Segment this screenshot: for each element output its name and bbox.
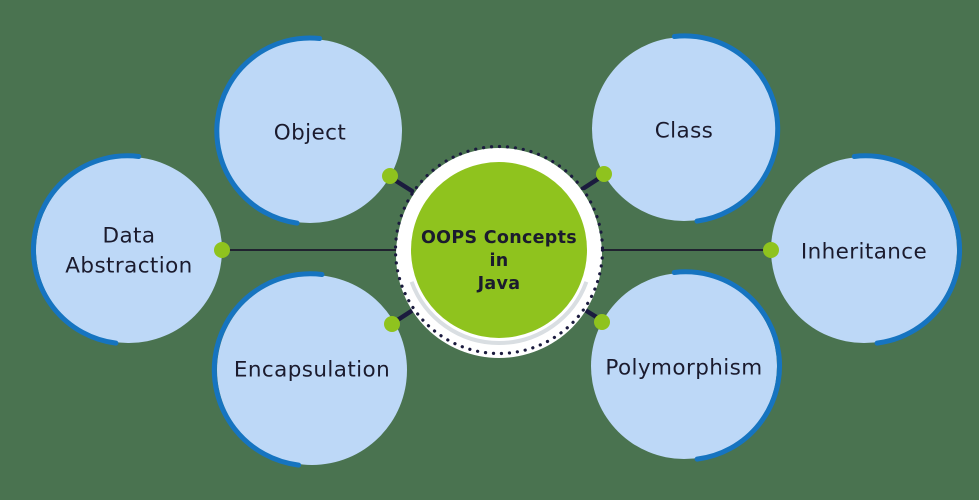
- node-label-data-abstraction-line1: Data: [103, 224, 156, 249]
- connector-dot-object: [382, 168, 398, 184]
- node-encapsulation: Encapsulation: [211, 271, 407, 468]
- node-circle-object: [218, 39, 402, 223]
- node-inheritance: Inheritance: [771, 153, 963, 346]
- center-shadow-arc: [409, 281, 589, 345]
- node-polymorphism: Polymorphism: [591, 269, 783, 462]
- center-dotted-ring: [393, 144, 605, 356]
- node-arc-inheritance: [851, 153, 963, 346]
- node-circle-inheritance: [771, 157, 957, 343]
- node-label-polymorphism: Polymorphism: [605, 356, 762, 381]
- center-title-line2: in: [489, 251, 508, 271]
- node-circle-polymorphism: [591, 273, 777, 459]
- node-label-encapsulation: Encapsulation: [234, 358, 390, 383]
- connector-stub-polymorphism: [582, 307, 601, 321]
- connector-stub-encapsulation: [393, 307, 416, 324]
- connector-dot-encapsulation: [384, 316, 400, 332]
- connector-dot-class: [596, 166, 612, 182]
- node-object: Object: [214, 35, 402, 226]
- node-arc-object: [214, 35, 323, 226]
- node-label-data-abstraction-line2: Abstraction: [65, 254, 192, 279]
- node-arc-data-abstraction: [30, 153, 142, 346]
- node-circle-encapsulation: [217, 275, 407, 465]
- center-hub: OOPS Concepts in Java: [393, 144, 605, 358]
- connector-dot-data-abstraction: [214, 242, 230, 258]
- center-title-line3: Java: [477, 274, 521, 294]
- node-data-abstraction: Data Abstraction: [30, 153, 222, 346]
- node-circle-class: [592, 37, 776, 221]
- node-arc-polymorphism: [671, 269, 783, 462]
- node-class: Class: [592, 33, 781, 224]
- node-circle-data-abstraction: [36, 157, 222, 343]
- center-circle: [411, 162, 587, 338]
- connector-dot-polymorphism: [594, 314, 610, 330]
- node-arc-encapsulation: [211, 271, 325, 468]
- connector-dot-inheritance: [763, 242, 779, 258]
- node-arc-class: [671, 33, 781, 224]
- center-title-line1: OOPS Concepts: [421, 228, 577, 248]
- node-label-object: Object: [274, 121, 346, 146]
- node-label-class: Class: [655, 119, 714, 144]
- node-label-inheritance: Inheritance: [801, 240, 927, 265]
